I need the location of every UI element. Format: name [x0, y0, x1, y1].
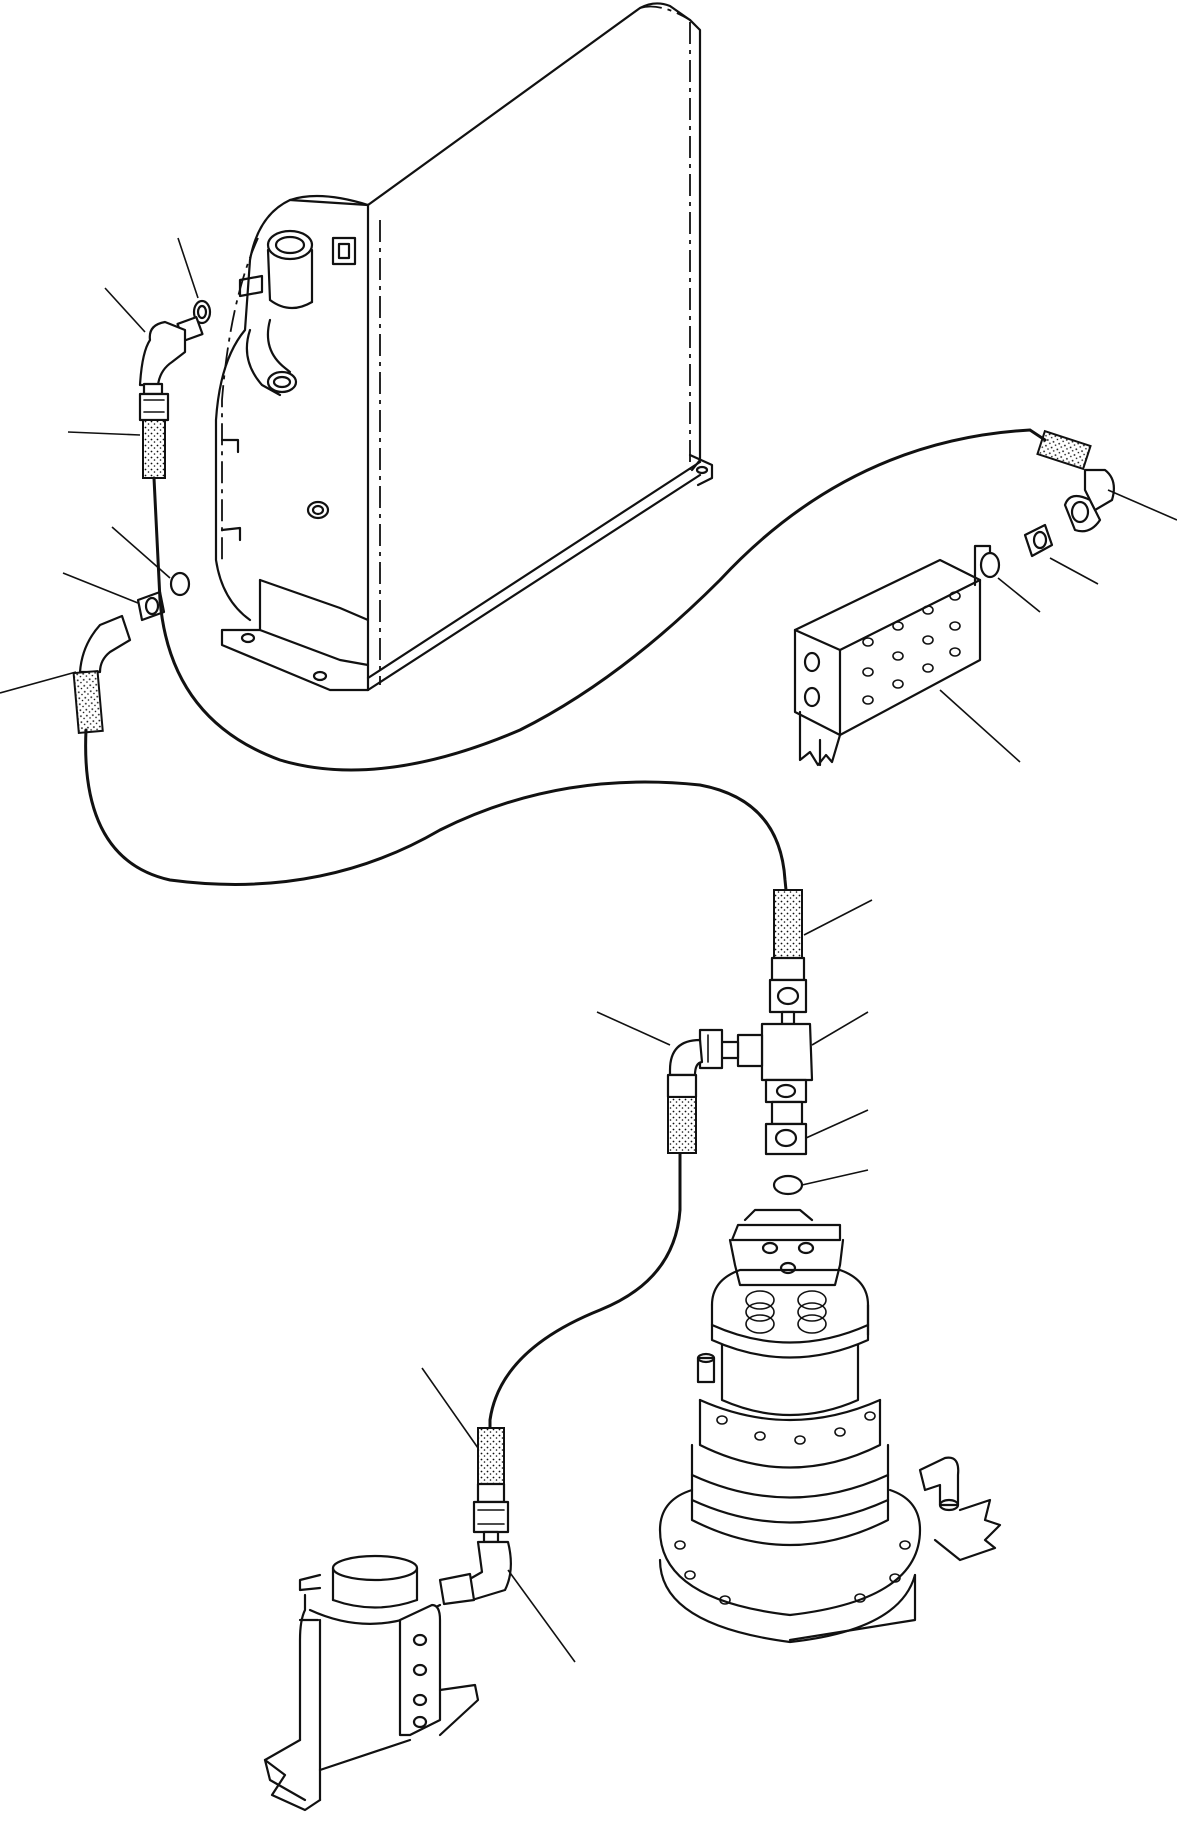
callout-leaders: [0, 237, 1177, 1663]
callout-9: [997, 577, 1041, 613]
callout-17: [507, 1569, 576, 1663]
cooler-lower-fittings: [72, 571, 191, 735]
tee-fitting-assembly: [666, 889, 814, 1196]
callout-6: [0, 671, 77, 694]
callout-10: [939, 689, 1021, 763]
callout-2: [177, 237, 199, 299]
valve-port-fittings: [973, 429, 1115, 587]
callout-14: [805, 1109, 869, 1139]
callout-4: [111, 526, 171, 579]
callout-13: [811, 1011, 869, 1046]
callout-3: [67, 431, 141, 436]
oil-cooler-icon: [214, 2, 714, 692]
callout-16: [421, 1367, 479, 1449]
callout-11: [803, 899, 873, 936]
callout-12: [596, 1011, 671, 1046]
cooler-upper-elbow-fitting: [138, 299, 212, 479]
callout-8: [1049, 557, 1099, 585]
hose-cooler-to-tee: [84, 728, 788, 892]
callout-7: [1107, 489, 1177, 521]
callout-5: [62, 572, 139, 604]
valve-block-icon: [793, 558, 982, 767]
callout-15: [801, 1169, 869, 1186]
hose-tee-to-swivel: [488, 1148, 682, 1432]
swivel-joint-icon: [263, 1427, 512, 1812]
hose-cooler-to-valve: [152, 428, 1047, 772]
callout-1: [104, 287, 146, 333]
swing-motor-icon: [658, 1208, 1002, 1644]
